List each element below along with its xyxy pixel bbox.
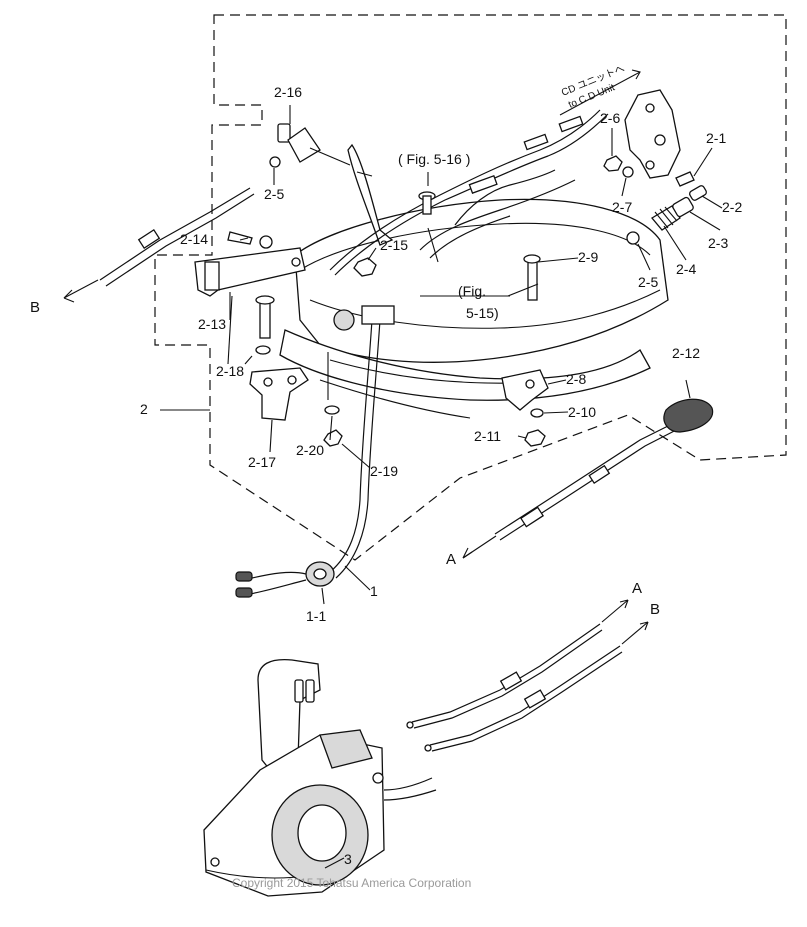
- wire-harness: [329, 69, 641, 276]
- label-2-10: 2-10: [568, 404, 596, 420]
- part-2-17-bracket: [249, 295, 343, 447]
- label-fig-5-16: ( Fig. 5-16 ): [398, 151, 470, 167]
- washer-icon: [259, 235, 273, 249]
- spring-icon: [651, 205, 681, 231]
- label-2-2: 2-2: [722, 199, 742, 215]
- plug-icon: [235, 587, 253, 598]
- label-2-1: 2-1: [706, 130, 726, 146]
- label-2-19: 2-19: [370, 463, 398, 479]
- copyright-text: Copyright 2015 Tohatsu America Corporati…: [232, 876, 471, 890]
- bolt-icon: [675, 171, 695, 187]
- part-2-15-nut-icon: [353, 257, 377, 277]
- label-2-14: 2-14: [180, 231, 208, 247]
- label-1: 1: [370, 583, 378, 599]
- part-2-16: [269, 123, 351, 168]
- label-2-12: 2-12: [672, 345, 700, 361]
- label-fig-5-15-a: (Fig.: [458, 283, 486, 299]
- nut-icon: [323, 429, 343, 447]
- part-2-8-2-9: [501, 254, 549, 447]
- nut-icon: [524, 429, 546, 447]
- label-1-1: 1-1: [306, 608, 326, 624]
- bolt-icon: [527, 259, 538, 301]
- harness-clamp-icon: [361, 305, 395, 325]
- label-2-17: 2-17: [248, 454, 276, 470]
- cable-a: [462, 419, 685, 559]
- label-2-4: 2-4: [676, 261, 696, 277]
- screw-fig-5-16: [418, 191, 436, 215]
- washer-icon: [269, 156, 281, 168]
- part-2-12-cover-icon: [663, 398, 714, 433]
- remote-cables: [406, 599, 649, 752]
- plug-icon: [235, 571, 253, 582]
- washer-icon: [324, 405, 340, 415]
- washer-icon: [530, 408, 544, 418]
- connector-icon: [523, 133, 549, 151]
- label-2-11: 2-11: [474, 428, 501, 444]
- label-2-7: 2-7: [612, 199, 632, 215]
- leader-lines: [160, 105, 723, 869]
- label-fig-5-15-b: 5-15): [466, 305, 499, 321]
- label-2-16: 2-16: [274, 84, 302, 100]
- connector-icon: [468, 174, 498, 194]
- bolt-icon: [259, 299, 271, 339]
- label-2-18: 2-18: [216, 363, 244, 379]
- throttle-plate: [624, 89, 681, 179]
- label-3: 3: [344, 851, 352, 867]
- label-2-5-left: 2-5: [264, 186, 284, 202]
- label-arrow-b-right: B: [650, 601, 660, 618]
- part-2-14-bracket: [194, 231, 306, 297]
- bolt-icon: [227, 231, 253, 245]
- label-2-15: 2-15: [380, 237, 408, 253]
- label-arrow-a-mid: A: [446, 551, 456, 568]
- label-2-5-right: 2-5: [638, 274, 658, 290]
- cable-b: [63, 187, 255, 303]
- connector-icon: [558, 115, 584, 133]
- label-2-3: 2-3: [708, 235, 728, 251]
- harness-cable-1: [235, 305, 395, 598]
- washer-icon: [622, 166, 634, 178]
- label-2: 2: [140, 401, 148, 417]
- nut-icon: [603, 155, 623, 172]
- washer-icon: [255, 345, 271, 355]
- label-arrow-a-right: A: [632, 580, 642, 597]
- label-2-20: 2-20: [296, 442, 324, 458]
- part-2-cluster-right: [603, 89, 707, 245]
- label-2-9: 2-9: [578, 249, 598, 265]
- label-2-6: 2-6: [600, 110, 620, 126]
- label-2-8: 2-8: [566, 371, 586, 387]
- washer-icon: [626, 231, 640, 245]
- callout-labels: 2-16 2-5 2-14 2-13 2-18 2 2-17 2-20 2-19…: [30, 63, 742, 867]
- assembly-boundary: [154, 14, 787, 561]
- remote-control-box: [203, 658, 437, 897]
- label-arrow-b-left: B: [30, 299, 40, 316]
- label-2-13: 2-13: [198, 316, 226, 332]
